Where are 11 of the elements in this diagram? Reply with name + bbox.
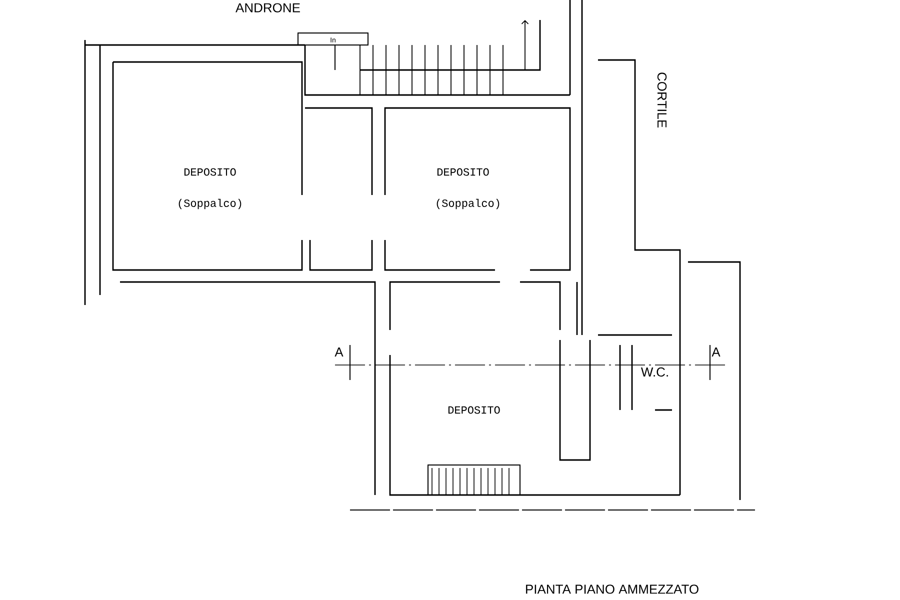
room-label: W.C. — [640, 367, 668, 377]
room-label: (Soppalco) — [178, 198, 242, 210]
section-label: A — [334, 348, 344, 356]
plan-title: PIANTA PIANO AMMEZZATO — [526, 584, 698, 594]
room-label: DEPOSITO — [184, 168, 236, 176]
room-label: DEPOSITO — [448, 406, 500, 414]
room-label: DEPOSITO — [437, 168, 489, 176]
section-label: A — [712, 348, 720, 356]
area-label: CORTILE — [657, 72, 667, 128]
area-label: ANDRONE — [236, 3, 300, 12]
room-label: (Soppalco) — [436, 198, 500, 210]
